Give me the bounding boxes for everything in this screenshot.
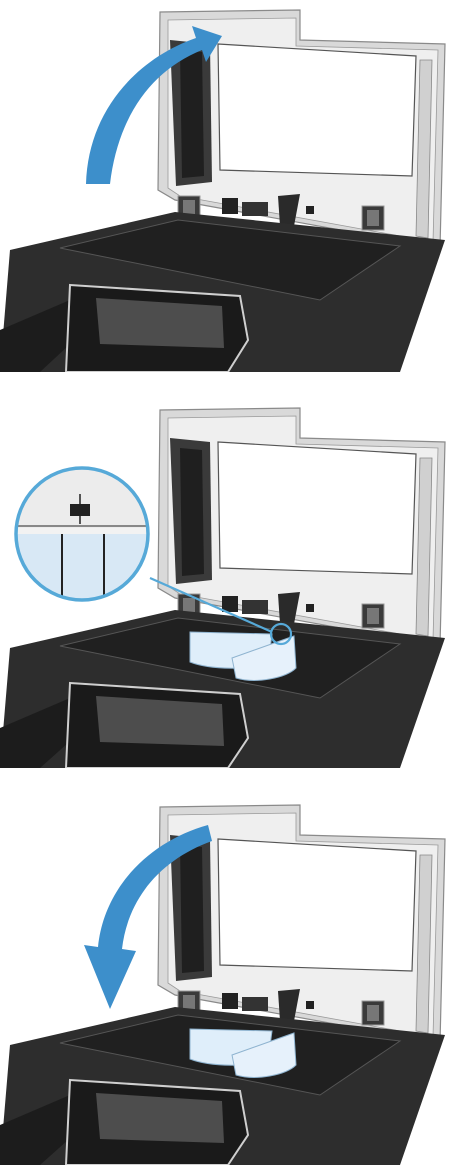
hinge-right	[362, 604, 384, 628]
step-2-place-document-illustration	[0, 398, 455, 768]
lid-white-backing	[218, 839, 416, 971]
touch-screen	[96, 298, 224, 348]
touch-screen	[96, 696, 224, 746]
touch-screen	[96, 1093, 224, 1143]
scanner-illustration-1	[0, 0, 455, 372]
scanner-illustration-2	[0, 398, 455, 768]
step-1-open-lid-illustration	[0, 0, 455, 372]
scanner-illustration-3	[0, 795, 455, 1165]
lid-white-backing	[218, 442, 416, 574]
hinge-right	[362, 206, 384, 230]
magnified-corner-callout	[0, 468, 170, 614]
hinge-right	[362, 1001, 384, 1025]
lid-white-backing	[218, 44, 416, 176]
step-3-close-lid-illustration	[0, 795, 455, 1165]
